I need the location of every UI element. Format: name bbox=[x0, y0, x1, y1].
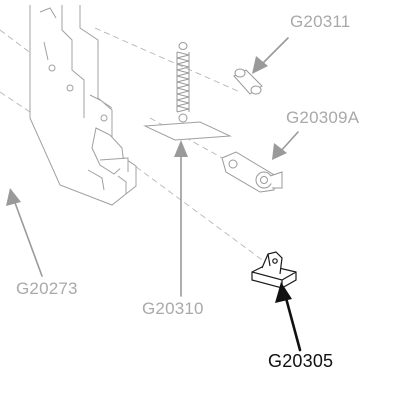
part-label-g20311: G20311 bbox=[290, 12, 351, 31]
frame-body bbox=[29, 5, 137, 206]
bracket-part bbox=[251, 251, 297, 289]
part-label-g20273: G20273 bbox=[16, 279, 78, 298]
arrow-g20305 bbox=[275, 282, 302, 352]
arrow-g20309a bbox=[272, 131, 299, 160]
arrow-g20311 bbox=[252, 37, 289, 74]
pin bbox=[233, 68, 263, 95]
leader-arrows bbox=[6, 37, 302, 352]
arrow-g20310 bbox=[174, 140, 188, 297]
part-label-g20310: G20310 bbox=[142, 299, 204, 318]
part-label-g20305: G20305 bbox=[268, 351, 334, 371]
spring bbox=[176, 42, 190, 123]
spring-plate bbox=[143, 121, 232, 141]
part-label-g20309a: G20309A bbox=[286, 108, 360, 127]
link-arm bbox=[221, 151, 283, 193]
arrow-g20273 bbox=[6, 188, 43, 277]
